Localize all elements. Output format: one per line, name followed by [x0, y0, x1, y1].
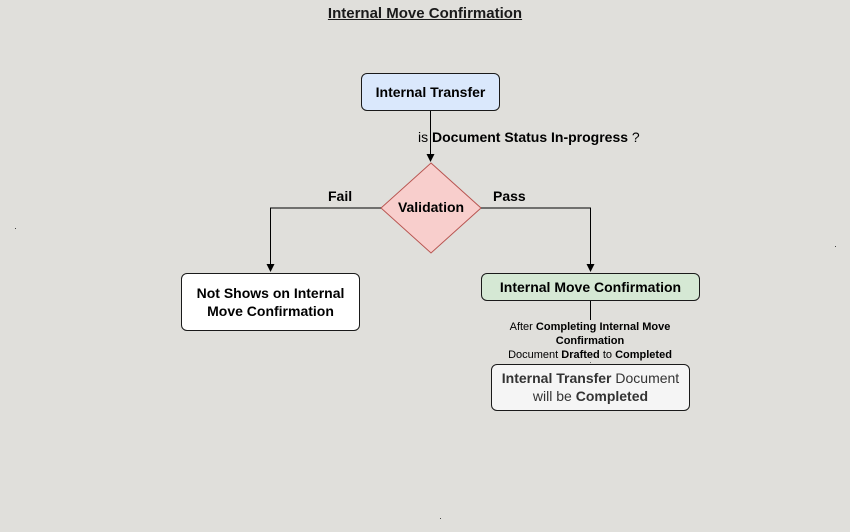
fail-label: Fail [328, 188, 353, 204]
not-shows-node: Not Shows on Internal Move Confirmation [181, 273, 360, 331]
transfer-completed-node: Internal Transfer Document will be Compl… [491, 364, 690, 411]
not-shows-label: Not Shows on Internal Move Confirmation [196, 285, 345, 319]
stray-dot [440, 518, 441, 519]
pass-label: Pass [493, 188, 526, 204]
stray-dot [15, 228, 16, 229]
status-question-label: is Document Status In-progress ? [418, 129, 640, 145]
validation-label: Validation [397, 199, 465, 215]
diagram-title: Internal Move Confirmation [327, 5, 523, 22]
validation-diamond [380, 162, 482, 254]
edge-validation-to-imc [481, 207, 595, 272]
imc-label: Internal Move Confirmation [499, 279, 682, 295]
stray-dot [835, 246, 836, 247]
internal-move-confirmation-node: Internal Move Confirmation [481, 273, 700, 301]
internal-transfer-node: Internal Transfer [361, 73, 500, 111]
after-completing-label: After Completing Internal Move Confirmat… [480, 320, 700, 362]
internal-transfer-label: Internal Transfer [375, 84, 486, 100]
edge-validation-to-not-shows [266, 207, 381, 272]
